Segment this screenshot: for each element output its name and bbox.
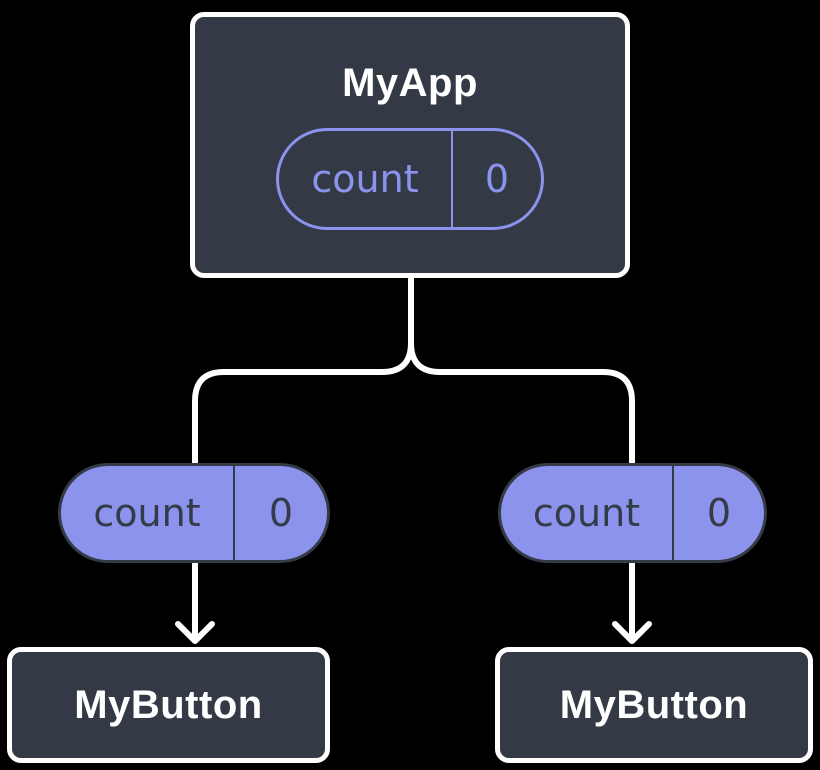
mybutton-title: MyButton (559, 683, 749, 727)
state-value: 0 (484, 157, 510, 201)
mybutton-node-left: MyButton (7, 647, 330, 763)
arrowhead-down-right-icon (612, 621, 652, 644)
connector-branch-left (192, 340, 414, 641)
prop-pill-left: count 0 (58, 463, 330, 563)
myapp-state-pill: count 0 (276, 128, 544, 230)
arrowhead-down-left-icon (175, 621, 215, 644)
prop-value: 0 (706, 491, 732, 535)
myapp-node: MyApp count 0 (190, 12, 630, 278)
prop-value: 0 (268, 491, 294, 535)
prop-label: count (501, 466, 674, 560)
prop-pill-right: count 0 (498, 463, 767, 563)
connector-branch-right (408, 340, 635, 641)
myapp-title: MyApp (342, 61, 478, 105)
mybutton-node-right: MyButton (495, 647, 813, 763)
state-label: count (279, 131, 453, 227)
prop-label: count (61, 466, 235, 560)
mybutton-title: MyButton (74, 683, 263, 727)
